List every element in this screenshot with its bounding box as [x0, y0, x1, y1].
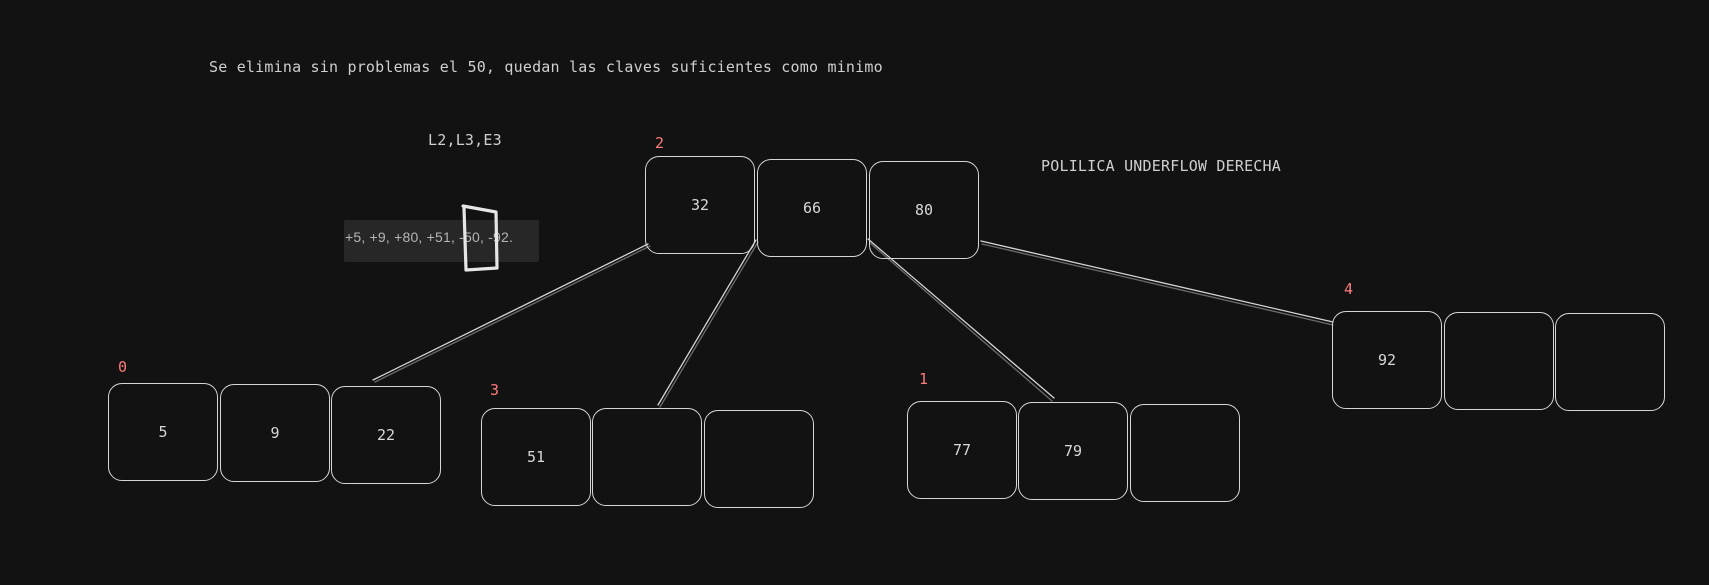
- link-root-node4-shadow: [981, 243, 1334, 326]
- node0-key-1: 5: [108, 383, 218, 481]
- link-root-node0: [372, 243, 649, 381]
- node-index-1: 1: [919, 370, 929, 388]
- policy-note: POLILICA UNDERFLOW DERECHA: [1041, 157, 1281, 175]
- node3-key-1: 51: [481, 408, 591, 506]
- node1-key-3: [1130, 404, 1240, 502]
- node0-key-2: 9: [220, 384, 330, 482]
- root-key-1: 32: [645, 156, 755, 254]
- operations-text: +5, +9, +80, +51, -50, -92.: [345, 229, 514, 245]
- description-note: Se elimina sin problemas el 50, quedan l…: [209, 58, 883, 76]
- read-write-log: L2,L3,E3: [428, 131, 502, 149]
- link-root-node3-shadow: [659, 241, 759, 408]
- node3-key-3: [704, 410, 814, 508]
- node1-key-2: 79: [1018, 402, 1128, 500]
- root-key-2: 66: [757, 159, 867, 257]
- node3-key-2: [592, 408, 702, 506]
- link-root-node3: [657, 239, 757, 406]
- node-index-3: 3: [490, 381, 500, 399]
- node1-key-1: 77: [907, 401, 1017, 499]
- link-root-node4: [980, 240, 1334, 323]
- node-index-4: 4: [1344, 280, 1354, 298]
- node4-key-2: [1444, 312, 1554, 410]
- link-root-node0-shadow: [374, 245, 651, 383]
- node4-key-1: 92: [1332, 311, 1442, 409]
- node4-key-3: [1555, 313, 1665, 411]
- node-index-2: 2: [655, 134, 665, 152]
- root-key-3: 80: [869, 161, 979, 259]
- operations-box: [344, 220, 539, 262]
- deletion-highlight-mark: [461, 204, 499, 272]
- node-index-0: 0: [118, 358, 128, 376]
- link-root-node1-shadow: [869, 242, 1053, 402]
- link-root-node1: [867, 238, 1055, 399]
- node0-key-3: 22: [331, 386, 441, 484]
